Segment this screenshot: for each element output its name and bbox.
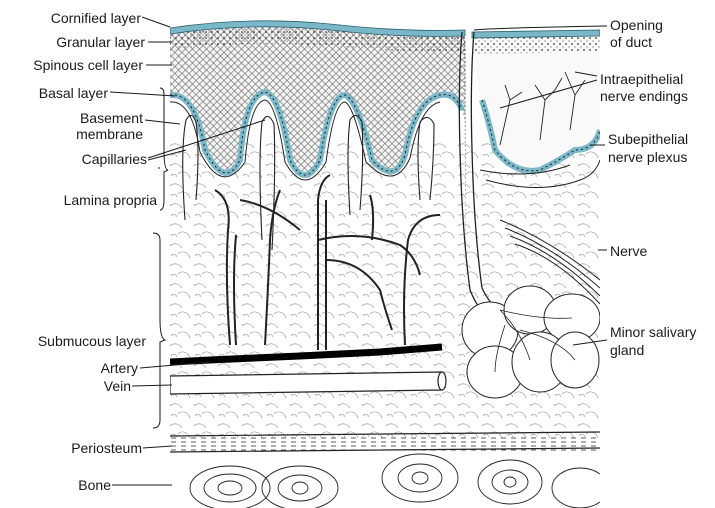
submucous-bracket <box>153 233 165 428</box>
label-opening-line1: Opening <box>610 17 663 33</box>
minor-salivary-gland <box>462 286 600 398</box>
label-vein: Vein <box>104 378 131 394</box>
label-gland-line2: gland <box>610 342 644 358</box>
label-capillaries: Capillaries <box>82 151 147 167</box>
label-subepithelial-line2: nerve plexus <box>608 149 687 165</box>
label-nerve: Nerve <box>610 243 647 259</box>
label-basement-line1: Basement <box>80 110 143 126</box>
label-submucous-layer: Submucous layer <box>38 333 146 349</box>
label-artery: Artery <box>101 360 138 376</box>
label-subepithelial-line1: Subepithelial <box>608 131 688 147</box>
label-periosteum: Periosteum <box>71 440 142 456</box>
label-gland-line1: Minor salivary <box>610 324 696 340</box>
label-opening-line2: of duct <box>610 34 652 50</box>
label-basement-line2: membrane <box>76 126 143 142</box>
vein <box>170 372 442 394</box>
label-intraepithelial-line1: Intraepithelial <box>600 71 683 87</box>
label-granular-layer: Granular layer <box>56 34 145 50</box>
label-spinous-cell-layer: Spinous cell layer <box>33 57 143 73</box>
label-cornified-layer: Cornified layer <box>51 10 141 26</box>
label-basal-layer: Basal layer <box>39 85 108 101</box>
tissue-illustration <box>170 21 608 508</box>
label-intraepithelial-line2: nerve endings <box>600 88 688 104</box>
lamina-propria-bracket <box>160 88 168 210</box>
bone <box>190 454 608 508</box>
label-lamina-propria: Lamina propria <box>64 192 157 208</box>
label-bone: Bone <box>78 477 111 493</box>
